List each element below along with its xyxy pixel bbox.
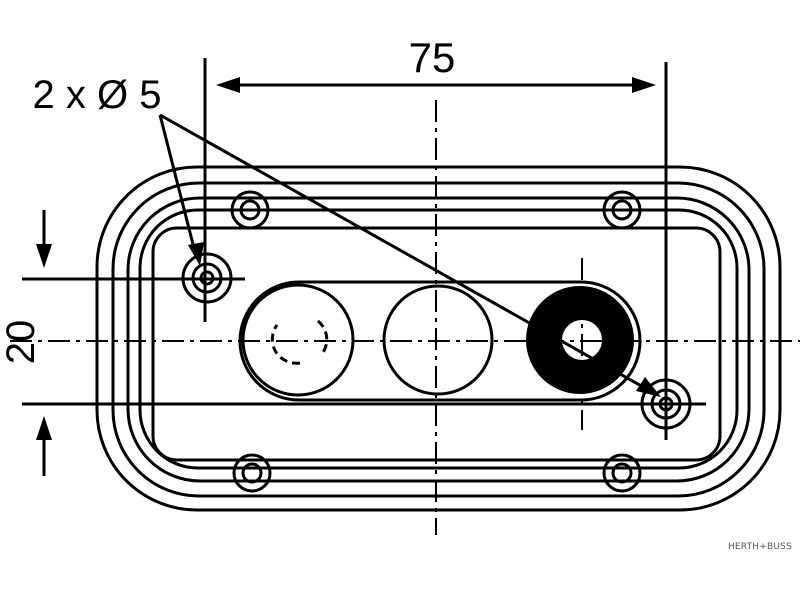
housing-outline: [95, 165, 782, 512]
hole-callout: 2 x Ø 5: [33, 73, 661, 397]
extension-lines: [22, 58, 706, 440]
brand-watermark: HERTH+BUSS: [728, 542, 792, 552]
screw-bosses: [230, 190, 642, 493]
center-lines: [10, 100, 800, 535]
brand-label: HERTH+BUSS: [727, 542, 792, 552]
dimension-vertical: 20: [0, 210, 52, 476]
dimension-horizontal-label: 75: [409, 34, 456, 81]
dimension-vertical-label: 20: [0, 320, 43, 365]
hole-callout-label: 2 x Ø 5: [33, 73, 162, 117]
dimension-horizontal: 75: [216, 34, 656, 93]
